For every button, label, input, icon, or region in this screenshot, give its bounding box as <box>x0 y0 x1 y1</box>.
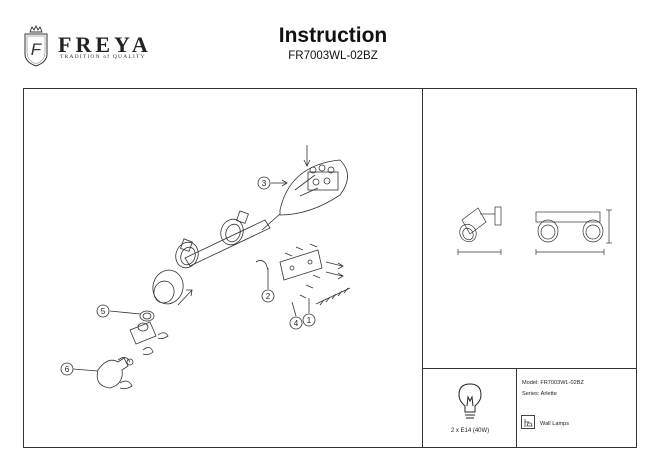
model-label: Model: FR7003WL-02BZ <box>522 380 584 386</box>
step-marker-5 <box>96 304 110 318</box>
step-marker-1 <box>302 313 316 327</box>
svg-text:F: F <box>31 40 43 59</box>
step-number-3: 3 <box>262 179 267 188</box>
step-marker-3 <box>257 176 271 190</box>
step-number-1: 1 <box>307 316 312 325</box>
model-code: FR7003WL-02BZ <box>288 50 378 62</box>
step-marker-6 <box>60 362 74 376</box>
lamp-type-label: Wall Lamps <box>540 421 570 427</box>
instruction-frame <box>23 88 637 448</box>
step-marker-2 <box>261 289 275 303</box>
step-number-4: 4 <box>294 319 299 328</box>
step-number-6: 6 <box>65 365 70 374</box>
brand-tagline: TRADITION of QUALITY <box>60 54 146 60</box>
light-bulb-icon <box>458 383 482 419</box>
divider-vertical <box>422 88 423 448</box>
lamp-type-box <box>521 415 535 429</box>
divider-horizontal <box>422 368 637 369</box>
wall-lamp-icon <box>524 419 533 427</box>
crown-logo-icon: F <box>24 24 48 67</box>
step-number-2: 2 <box>266 292 271 301</box>
brand-logo: F FREYA TRADITION of QUALITY <box>18 20 168 72</box>
step-number-5: 5 <box>101 307 106 316</box>
divider-spec <box>516 368 517 448</box>
bulb-spec: 2 x E14 (40W) <box>450 428 490 434</box>
page-title: Instruction <box>278 24 388 47</box>
brand-name: FREYA <box>58 32 152 57</box>
step-marker-4 <box>289 316 303 330</box>
series-label: Series: Arlette <box>522 391 557 397</box>
